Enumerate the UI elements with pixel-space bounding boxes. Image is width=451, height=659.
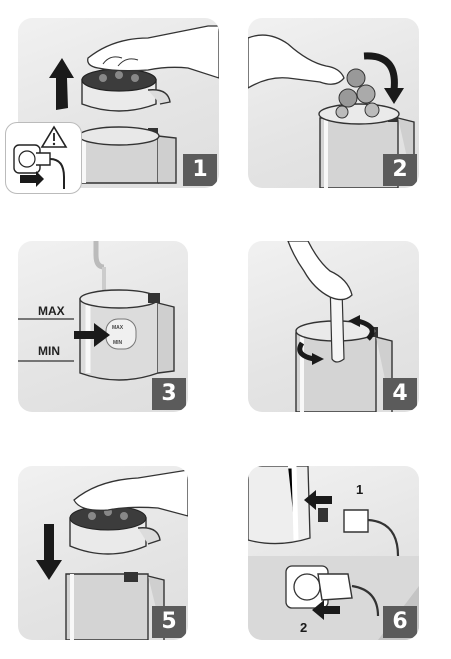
step-3-panel: MAX MIN MAX MIN 3 [18,241,188,412]
kettle-min-mark: MIN [113,340,123,346]
up-arrow-icon [49,58,74,110]
plug-icon [343,509,400,557]
warning-icon [40,125,68,148]
max-label: MAX [38,304,65,318]
down-arrow-icon [36,524,62,580]
arrow-1-label: 1 [356,482,363,497]
down-arrow-icon [363,52,404,104]
kettle-lid [69,505,161,555]
step-5-illustration [36,469,188,640]
step-6-illustration: 1 2 [248,466,419,640]
step-6-panel: 1 2 6 [248,466,419,640]
step-1-illustration [49,25,219,184]
step-5-panel: 5 [18,466,188,640]
unplug-warning-inset [5,122,82,194]
step-number-badge: 2 [383,154,417,186]
wall-socket-icon [13,144,41,174]
step-2-panel: 2 [248,18,419,188]
step-2-illustration [248,34,415,188]
arrow-2-label: 2 [300,620,307,635]
step-number-badge: 5 [152,606,186,638]
step-number-badge: 1 [183,154,217,186]
step-number-badge: 6 [383,606,417,638]
kettle-max-mark: MAX [112,325,124,331]
step-number-badge: 3 [152,378,186,410]
step-3-illustration: MAX MIN [18,241,175,381]
rotate-arrow-icon [297,315,375,365]
step-number-badge: 4 [383,378,417,410]
warning-illustration [13,125,68,189]
step-4-panel: 4 [248,241,419,412]
kettle-lid [81,68,171,112]
min-label: MIN [38,344,60,358]
